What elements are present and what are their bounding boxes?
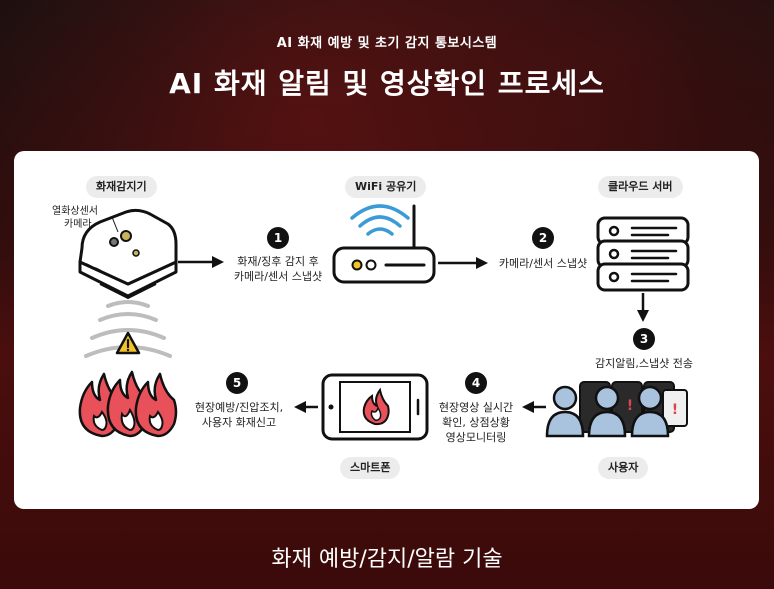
- arrow-users-to-phone: [522, 401, 546, 413]
- fire-flames-icon: [78, 370, 178, 438]
- step-5-text: 현장예방/진압조치, 사용자 화재신고: [184, 400, 294, 430]
- step-4-badge: 4: [465, 372, 487, 394]
- svg-text:!: !: [627, 398, 633, 414]
- step-5-line2: 사용자 화재신고: [201, 416, 277, 429]
- step-3-badge: 3: [633, 328, 655, 350]
- arrow-detector-to-wifi: [178, 256, 224, 268]
- page-subtitle: AI 화재 예방 및 초기 감지 통보시스템: [276, 36, 498, 51]
- step-1-line1: 화재/징후 감지 후: [237, 255, 319, 268]
- smartphone-label: 스마트폰: [340, 457, 401, 479]
- user-label: 사용자: [598, 457, 649, 479]
- step-1-badge: 1: [267, 227, 289, 249]
- callout-line: [111, 216, 119, 233]
- callout-camera: 카메라: [64, 219, 92, 230]
- cloud-server-icon: [596, 216, 690, 292]
- step-4-line2: 확인, 상점상황: [442, 416, 510, 429]
- arrow-cloud-to-users: [637, 293, 649, 322]
- step-5-badge: 5: [226, 372, 248, 394]
- step-3-text: 감지알림,스냅샷 전송: [580, 356, 708, 371]
- step-4-line3: 영상모니터링: [445, 431, 507, 444]
- step-3-line1: 감지알림,스냅샷 전송: [594, 357, 694, 370]
- callout-thermal-sensor: 열화상센서: [52, 206, 98, 217]
- wifi-label: WiFi 공유기: [345, 176, 427, 198]
- arrow-wifi-to-cloud: [438, 257, 488, 269]
- warning-icon: [115, 331, 141, 355]
- arrow-phone-to-fire: [294, 401, 318, 413]
- step-2-badge: 2: [532, 227, 554, 249]
- step-5-line1: 현장예방/진압조치,: [194, 401, 284, 414]
- page-title: AI 화재 알림 및 영상확인 프로세스: [169, 67, 605, 100]
- users-icon: ! !: [545, 381, 688, 438]
- step-1-line2: 카메라/센서 스냅샷: [233, 270, 323, 283]
- step-4-text: 현장영상 실시간 확인, 상점상황 영상모니터링: [428, 400, 524, 445]
- step-2-line1: 카메라/센서 스냅샷: [498, 257, 588, 270]
- smartphone-icon: [321, 373, 429, 441]
- step-1-text: 화재/징후 감지 후 카메라/센서 스냅샷: [222, 254, 334, 284]
- detector-callout: 열화상센서 카메라: [52, 205, 122, 231]
- detector-label: 화재감지기: [86, 176, 157, 198]
- step-4-line1: 현장영상 실시간: [438, 401, 514, 414]
- cloud-server-label: 클라우드 서버: [598, 176, 683, 198]
- fire-detector-icon: [78, 208, 178, 300]
- svg-text:!: !: [672, 402, 678, 418]
- step-2-text: 카메라/센서 스냅샷: [490, 256, 596, 271]
- footer-caption: 화재 예방/감지/알람 기술: [271, 547, 503, 572]
- wifi-router-icon: [332, 204, 436, 284]
